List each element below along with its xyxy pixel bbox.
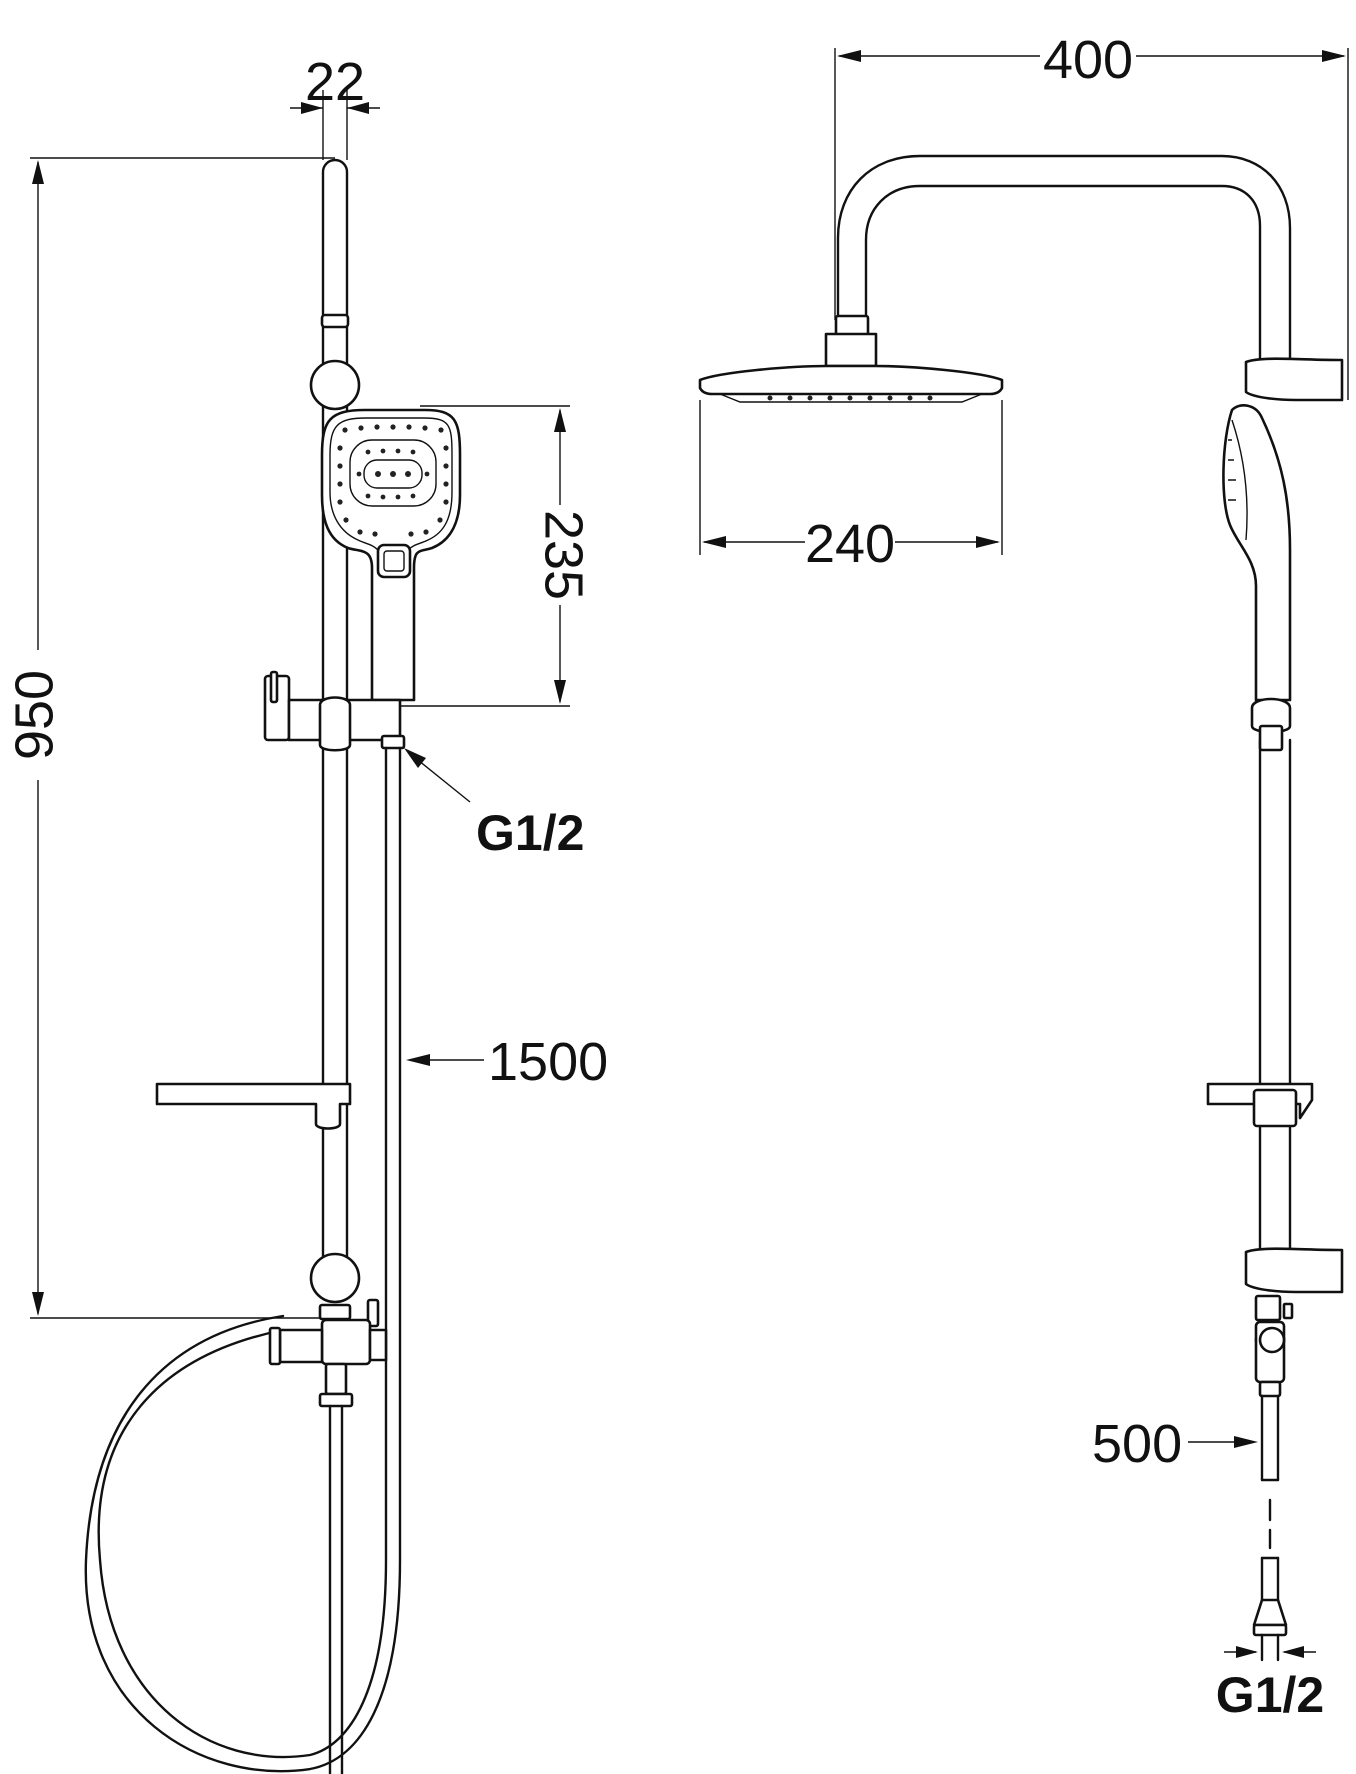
diverter-valve-side xyxy=(1252,1294,1294,1662)
hand-shower-height-label: 235 xyxy=(534,510,594,600)
hand-shower xyxy=(320,408,462,702)
riser-pipe xyxy=(1244,357,1344,1262)
inlet-connection-label: G1/2 xyxy=(1216,1667,1324,1723)
callout-pipe-length: 500 xyxy=(1092,1414,1258,1474)
lower-wall-bracket xyxy=(309,1252,361,1304)
dimension-rail-height: 950 xyxy=(4,157,335,1319)
hand-connection-label: G1/2 xyxy=(476,805,584,861)
soap-shelf-side xyxy=(1206,1082,1314,1128)
overhead-arm xyxy=(834,154,1292,362)
hose-length-label: 1500 xyxy=(488,1032,608,1092)
callout-hand-connection: G1/2 xyxy=(404,748,584,861)
front-view: 22 950 xyxy=(4,52,608,1774)
arm-reach-label: 400 xyxy=(1043,30,1133,90)
hand-shower-holder xyxy=(263,670,406,752)
head-width-label: 240 xyxy=(805,514,895,574)
upper-arm-bracket xyxy=(1244,357,1344,402)
upper-wall-bracket xyxy=(309,359,361,411)
rail-cap-ring xyxy=(320,313,350,329)
spray-nozzles xyxy=(337,424,449,537)
rain-nozzles xyxy=(767,395,933,401)
diverter-valve xyxy=(268,1298,388,1774)
callout-hose-length: 1500 xyxy=(406,1032,608,1092)
rain-shower-head xyxy=(698,332,1004,403)
rail-diameter-label: 22 xyxy=(305,52,365,112)
dimension-inlet-connection: G1/2 xyxy=(1216,1646,1324,1723)
hand-shower-side xyxy=(1222,404,1292,752)
dimension-rail-diameter: 22 xyxy=(290,52,380,160)
side-view: 400 240 xyxy=(698,30,1349,1723)
spray-mode-button xyxy=(376,543,412,579)
pipe-length-label: 500 xyxy=(1092,1414,1182,1474)
dimension-arm-reach: 400 xyxy=(834,30,1349,400)
dimension-head-width: 240 xyxy=(699,400,1003,574)
shower-hose xyxy=(84,746,402,1773)
rail-height-label: 950 xyxy=(4,670,64,760)
lower-arm-bracket xyxy=(1244,1247,1344,1294)
sliding-rail xyxy=(309,158,361,1304)
soap-shelf xyxy=(155,1082,352,1130)
dimension-hand-shower-height: 235 xyxy=(390,405,594,707)
